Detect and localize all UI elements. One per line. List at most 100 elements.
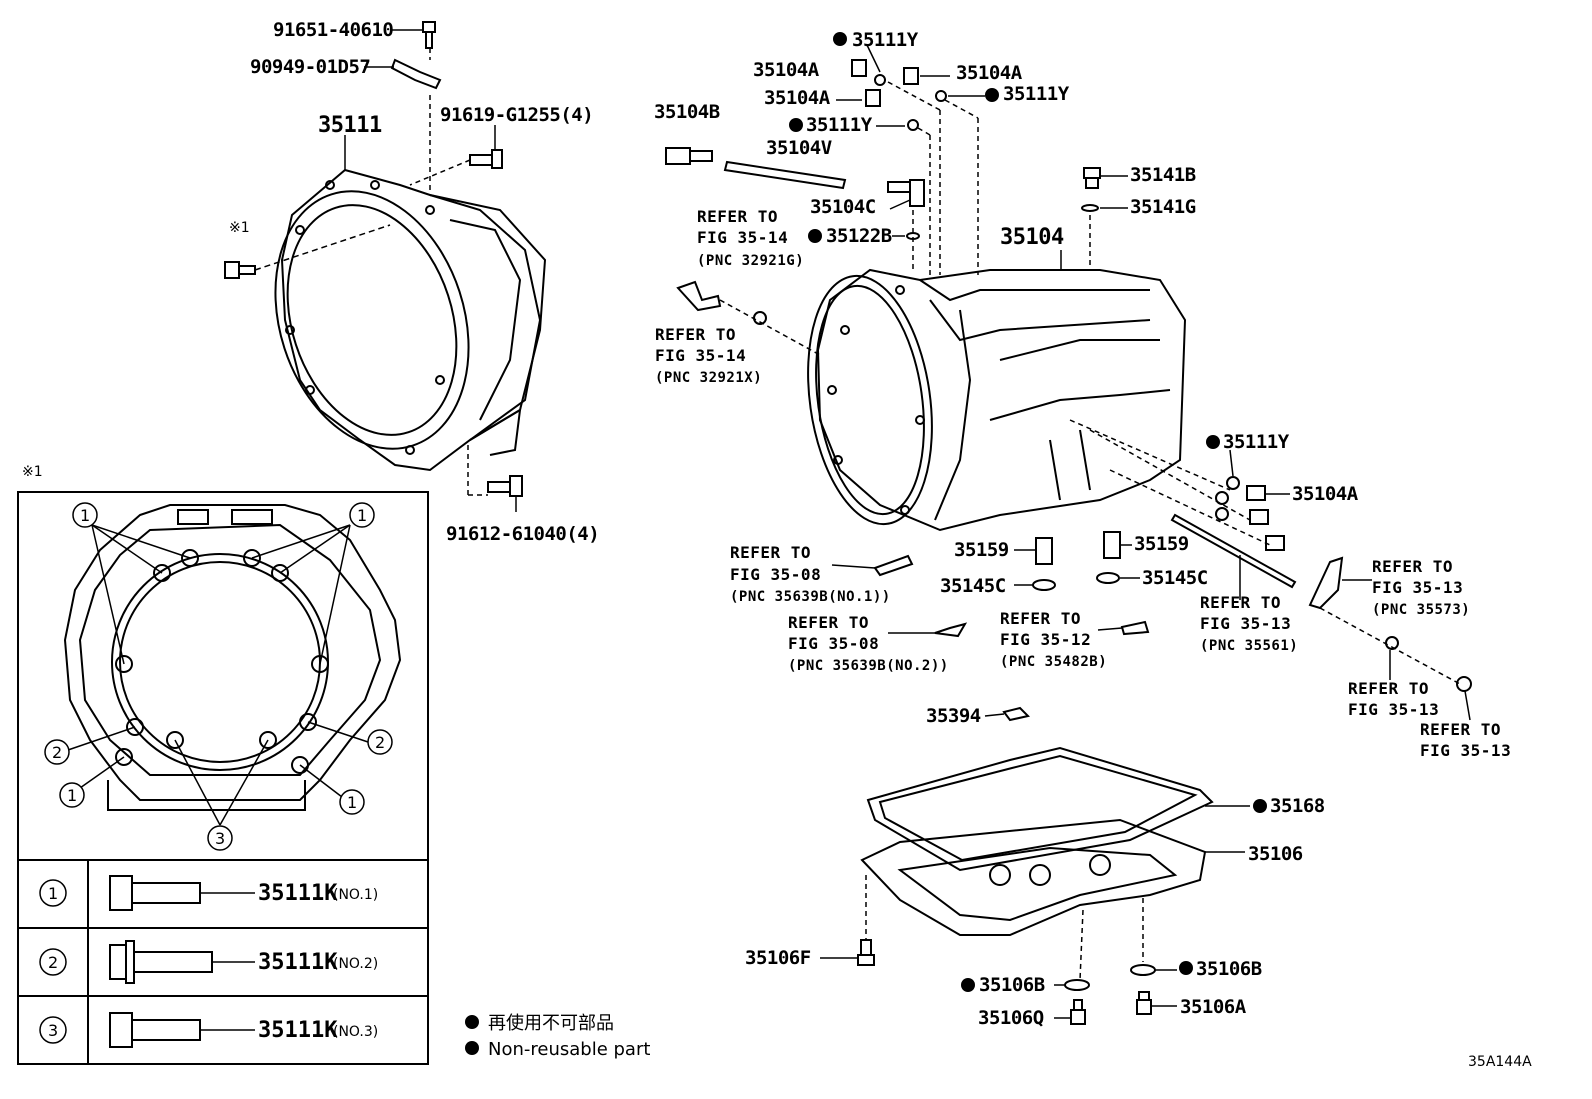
inset-callout-3: 3	[215, 829, 225, 848]
ref-note-35639B-2: REFER TO FIG 35-08 (PNC 35639B(NO.2))	[788, 613, 948, 674]
table-circle-3: 3	[48, 1021, 58, 1040]
ref-note-35561: REFER TO FIG 35-13 (PNC 35561)	[1200, 593, 1298, 654]
leader-lines-left	[254, 29, 517, 512]
non-reusable-dots	[789, 32, 1267, 992]
table-part-1: 35111K	[258, 881, 338, 906]
svg-text:FIG 35-14: FIG 35-14	[655, 346, 746, 365]
label-35104B: 35104B	[654, 101, 720, 123]
svg-text:FIG 35-13: FIG 35-13	[1200, 614, 1291, 633]
label-35159-b: 35159	[1134, 533, 1189, 555]
shaft-35561-icon	[1170, 513, 1297, 589]
label-35106Q: 35106Q	[978, 1007, 1044, 1029]
ref-note-35639B-1: REFER TO FIG 35-08 (PNC 35639B(NO.1))	[730, 543, 891, 605]
inset-frame	[17, 491, 429, 1065]
svg-text:FIG 35-13: FIG 35-13	[1420, 741, 1511, 760]
bolt-table-row-3: 3 35111K (NO.3)	[39, 1012, 378, 1048]
bolt-table-row-2: 2 35111K (NO.2)	[39, 940, 378, 984]
bolt-91651-icon	[422, 21, 436, 49]
svg-text:REFER TO: REFER TO	[1372, 557, 1453, 576]
legend-dot-1	[465, 1015, 479, 1029]
svg-text:(PNC 35561): (PNC 35561)	[1200, 638, 1298, 654]
bolt-table-grid	[18, 860, 428, 1064]
ref-small-parts	[873, 554, 1150, 722]
oil-pan-gasket-35168	[866, 746, 1214, 872]
inset-callout-2b: 2	[375, 733, 385, 752]
label-35104A-c: 35104A	[764, 87, 831, 109]
transmission-case-drawing	[807, 268, 1187, 532]
label-35394: 35394	[926, 705, 981, 727]
label-35111Y-c: 35111Y	[806, 114, 873, 136]
label-35104A-b: 35104A	[956, 62, 1023, 84]
label-90949: 90949-01D57	[250, 56, 370, 78]
o-rings-top	[753, 74, 1099, 325]
label-35111: 35111	[318, 113, 382, 138]
legend-english: Non-reusable part	[488, 1039, 650, 1060]
label-35141G: 35141G	[1130, 196, 1196, 218]
bolt-no3-icon	[109, 1012, 201, 1048]
label-35106F: 35106F	[745, 947, 811, 969]
svg-text:FIG 35-08: FIG 35-08	[788, 634, 879, 653]
label-35168: 35168	[1270, 795, 1325, 817]
bolt-table-row-1: 1 35111K (NO.1)	[39, 875, 378, 911]
plugs-35104A-top	[851, 59, 919, 107]
table-no-2: (NO.2)	[333, 956, 378, 972]
table-circle-2: 2	[48, 953, 58, 972]
pipe-35104V-icon	[723, 160, 847, 190]
leader-lines-right	[719, 44, 1471, 1019]
note-mark-1: ※1	[229, 220, 250, 236]
svg-text:REFER TO: REFER TO	[655, 325, 736, 344]
oil-pan-35106	[860, 818, 1207, 936]
svg-text:(PNC 32921G): (PNC 32921G)	[697, 253, 804, 269]
fitting-35104C-icon	[887, 179, 925, 207]
label-35104A-a: 35104A	[753, 59, 820, 81]
svg-text:FIG 35-12: FIG 35-12	[1000, 630, 1091, 649]
inset-leader-lines	[67, 524, 369, 826]
svg-text:REFER TO: REFER TO	[1348, 679, 1429, 698]
label-35104: 35104	[1000, 225, 1064, 250]
label-35106: 35106	[1248, 843, 1303, 865]
plug-35141B-icon	[1083, 167, 1101, 189]
inset-callout-1a: 1	[80, 506, 90, 525]
inset-bolt-holes	[115, 549, 329, 774]
ref-note-32921X: REFER TO FIG 35-14 (PNC 32921X)	[655, 325, 762, 386]
table-circle-1: 1	[48, 884, 58, 903]
label-91651: 91651-40610	[273, 19, 393, 41]
table-no-3: (NO.3)	[333, 1024, 378, 1040]
note-mark-inset: ※1	[22, 464, 43, 480]
svg-text:REFER TO: REFER TO	[1000, 609, 1081, 628]
label-35111Y-b: 35111Y	[1003, 83, 1070, 105]
inset-callout-1b: 1	[357, 506, 367, 525]
label-35141B: 35141B	[1130, 164, 1196, 186]
label-35122B: 35122B	[826, 225, 892, 247]
table-no-1: (NO.1)	[333, 887, 378, 903]
svg-text:(PNC 35639B(NO.1)): (PNC 35639B(NO.1))	[730, 589, 891, 605]
svg-text:FIG 35-13: FIG 35-13	[1372, 578, 1463, 597]
label-35106B-a: 35106B	[979, 974, 1045, 996]
svg-text:FIG 35-08: FIG 35-08	[730, 565, 821, 584]
clip-90949-icon	[390, 58, 442, 90]
svg-text:FIG 35-14: FIG 35-14	[697, 228, 788, 247]
springs-35159	[1035, 531, 1121, 565]
plugs-35104A-side	[1215, 476, 1285, 551]
svg-text:REFER TO: REFER TO	[788, 613, 869, 632]
inset-callout-1d: 1	[347, 793, 357, 812]
inset-callout-2a: 2	[52, 743, 62, 762]
svg-text:(PNC 32921X): (PNC 32921X)	[655, 370, 762, 386]
ref-note-35-13-b: REFER TO FIG 35-13	[1420, 720, 1511, 760]
drain-parts	[857, 939, 1156, 1025]
label-35106A: 35106A	[1180, 996, 1247, 1018]
ref-note-32921G: REFER TO FIG 35-14 (PNC 32921G)	[697, 207, 804, 269]
elbow-32921G-icon	[676, 280, 722, 312]
inset-callout-1c: 1	[67, 786, 77, 805]
label-91619: 91619-G1255(4)	[440, 104, 593, 126]
ref-note-35-13-a: REFER TO FIG 35-13	[1348, 679, 1439, 719]
inset-callouts	[44, 502, 393, 851]
plug-35104B-icon	[665, 147, 713, 165]
legend-japanese: 再使用不可部品	[488, 1013, 614, 1034]
bell-housing-drawing	[274, 168, 547, 472]
legend-dot-2	[465, 1041, 479, 1055]
svg-text:REFER TO: REFER TO	[1420, 720, 1501, 739]
ref-note-35573: REFER TO FIG 35-13 (PNC 35573)	[1372, 557, 1470, 618]
svg-text:REFER TO: REFER TO	[1200, 593, 1281, 612]
label-91612: 91612-61040(4)	[446, 523, 599, 545]
